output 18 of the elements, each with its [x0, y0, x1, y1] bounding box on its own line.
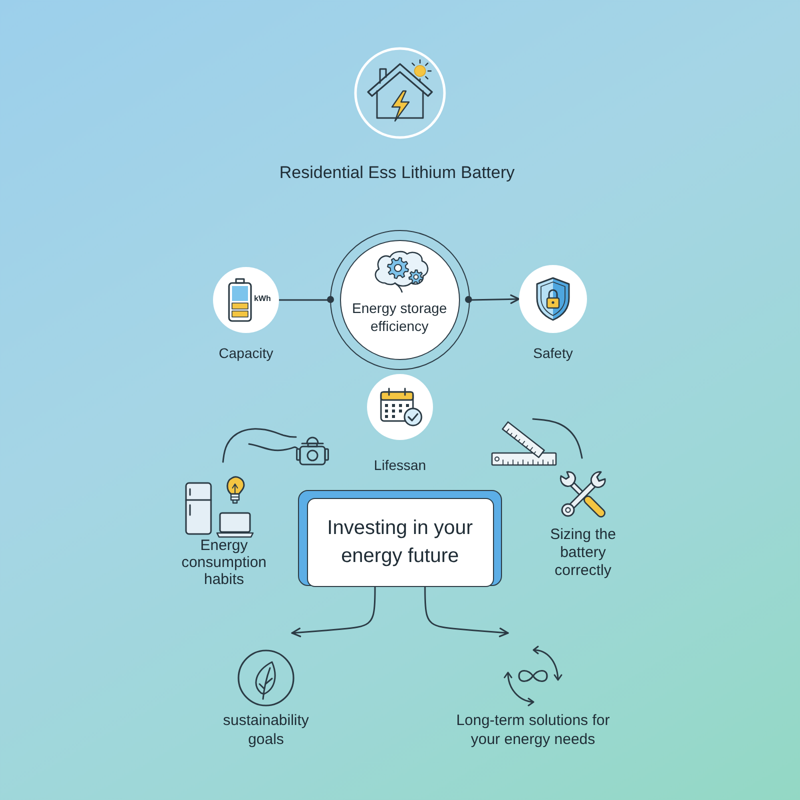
outer-ring	[330, 230, 470, 370]
arrow	[424, 585, 509, 638]
node-label: Long-term solutions for your energy needs	[455, 711, 611, 749]
node-label: Sizing the battery correctly	[549, 526, 617, 580]
unit-label: kWh	[254, 294, 271, 304]
connector-line	[222, 428, 297, 463]
arrow	[469, 294, 520, 304]
node-label: sustainability goals	[222, 711, 310, 749]
node-label: Safety	[533, 344, 573, 362]
title: Residential Ess Lithium Battery	[279, 162, 515, 184]
node-label: Investing in your energy future	[326, 516, 474, 569]
node-label: Energy consumption habits	[180, 537, 268, 588]
node-label: Energy storage efficiency	[351, 298, 448, 334]
node-label: Capacity	[218, 344, 274, 362]
connector-line	[532, 418, 583, 459]
arrow	[291, 585, 376, 638]
node-label: Lifessan	[374, 456, 426, 474]
card-backing	[298, 490, 502, 586]
